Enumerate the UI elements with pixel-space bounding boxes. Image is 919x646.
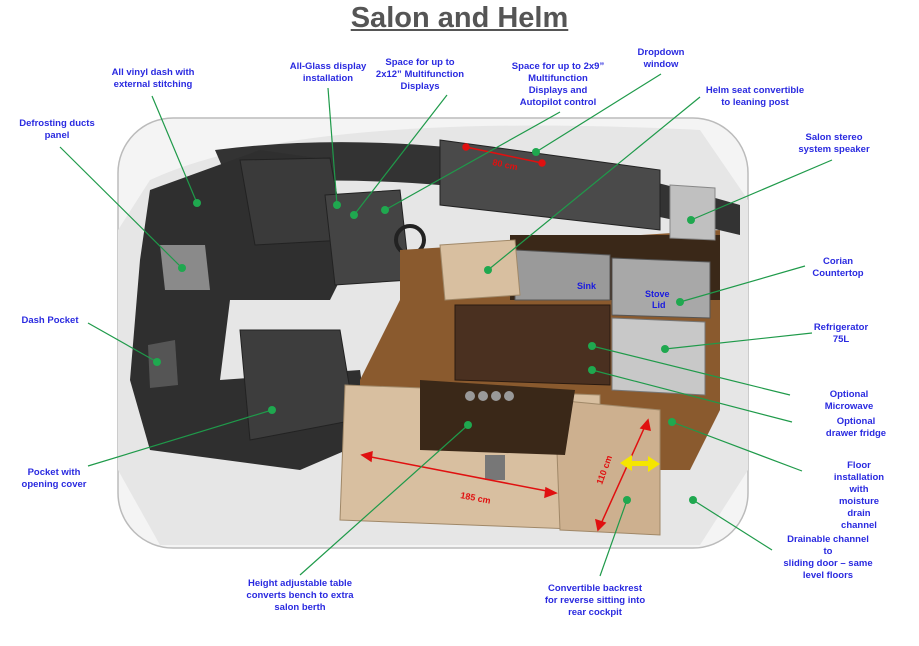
label-backrest: Convertible backrest for reverse sitting…: [544, 583, 646, 618]
pocket-cover: [239, 329, 356, 441]
label-microwave: Optional Microwave: [824, 389, 874, 412]
label-dash-pocket: Dash Pocket: [21, 315, 79, 326]
label-pocket-cover: Pocket with opening cover: [21, 467, 87, 490]
page-title: Salon and Helm: [350, 2, 569, 34]
helm-seat: [439, 239, 521, 301]
table-pedestal: [485, 455, 505, 480]
speaker-box: [669, 184, 716, 241]
label-drawer-fridge: Optional drawer fridge: [825, 416, 887, 439]
table: [420, 380, 575, 455]
callout-dots: [153, 148, 697, 504]
label-vinyl-dash: All vinyl dash with external stitching: [111, 67, 195, 90]
lid-label: Lid: [652, 300, 666, 310]
sink-label: Sink: [577, 281, 597, 291]
label-refrigerator: Refrigerator 75L: [813, 322, 869, 345]
dropdown-window: [439, 139, 661, 231]
stove-counter: [611, 257, 711, 319]
yellow-double-arrow: [620, 455, 660, 472]
label-space-2x9: Space for up to 2x9” Multifunction Displ…: [511, 61, 605, 108]
leader-lines: [59, 73, 833, 577]
label-stereo: Salon stereo system speaker: [798, 132, 870, 155]
label-helm-seat: Helm seat convertible to leaning post: [705, 85, 805, 108]
refrigerator: [611, 317, 706, 396]
stove-label: Stove: [645, 289, 670, 299]
dimension-lines: [360, 143, 651, 532]
label-drainable: Drainable channel to sliding door – same…: [783, 534, 873, 581]
label-corian: Corian Countertop: [812, 256, 864, 279]
convertible-backrest: [554, 399, 661, 536]
label-space-2x12: Space for up to 2x12” Multifunction Disp…: [375, 57, 465, 92]
label-defrosting: Defrosting ducts panel: [19, 118, 95, 141]
label-all-glass: All-Glass display installation: [289, 61, 367, 84]
drawers: [454, 304, 611, 386]
dash-pocket: [148, 340, 178, 388]
label-table: Height adjustable table converts bench t…: [246, 578, 354, 613]
windshield-frame: [215, 142, 740, 235]
sink-counter: [514, 249, 611, 301]
label-dropdown-window: Dropdown window: [637, 47, 685, 70]
label-floor: Floor installation with moisture drain c…: [833, 460, 885, 531]
